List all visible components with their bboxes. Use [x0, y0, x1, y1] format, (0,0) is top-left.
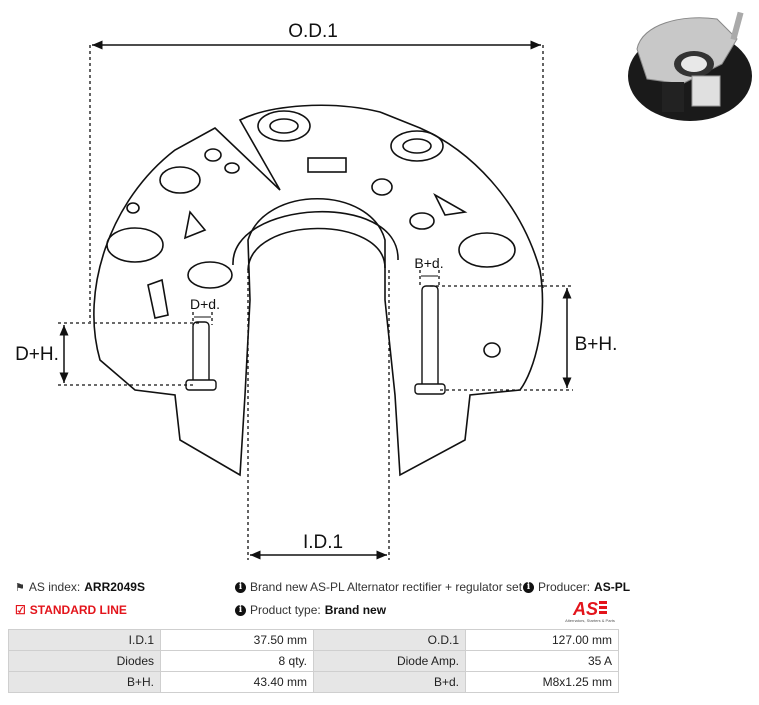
dh-label: D+H.: [15, 344, 59, 365]
tag-icon: ⚑: [15, 581, 25, 594]
bd-label: B+d.: [414, 255, 443, 271]
as-index-value: ARR2049S: [84, 580, 145, 594]
info-icon: i: [235, 604, 246, 616]
table-row: B+H.43.40 mm B+d.M8x1.25 mm: [8, 671, 619, 693]
checkbox-icon: ☑: [15, 603, 26, 617]
svg-text:Alternators, Starters & Parts: Alternators, Starters & Parts: [565, 618, 615, 623]
svg-text:AS: AS: [572, 599, 598, 619]
dimension-guides: [58, 45, 573, 560]
technical-drawing: O.D.1 I.D.1 D+H. B+H. D+d. B+d.: [15, 21, 618, 560]
producer: i Producer: AS-PL: [523, 580, 630, 594]
info-icon: i: [523, 581, 534, 593]
as-pl-logo: AS Alternators, Starters & Parts: [563, 598, 617, 624]
terminal-screws: [185, 285, 446, 395]
info-icon: i: [235, 581, 246, 593]
rectifier-outline: [93, 104, 544, 477]
id-label: I.D.1: [303, 532, 343, 553]
product-photo: [628, 11, 752, 121]
od-label: O.D.1: [288, 21, 338, 42]
description: i Brand new AS-PL Alternator rectifier +…: [235, 580, 522, 594]
as-index: ⚑ AS index: ARR2049S: [15, 580, 145, 594]
standard-line-badge: ☑ STANDARD LINE: [15, 603, 127, 617]
product-type: i Product type: Brand new: [235, 603, 386, 617]
dimension-arrows: [59, 40, 572, 560]
dd-label: D+d.: [190, 296, 220, 312]
bh-label: B+H.: [575, 334, 618, 355]
